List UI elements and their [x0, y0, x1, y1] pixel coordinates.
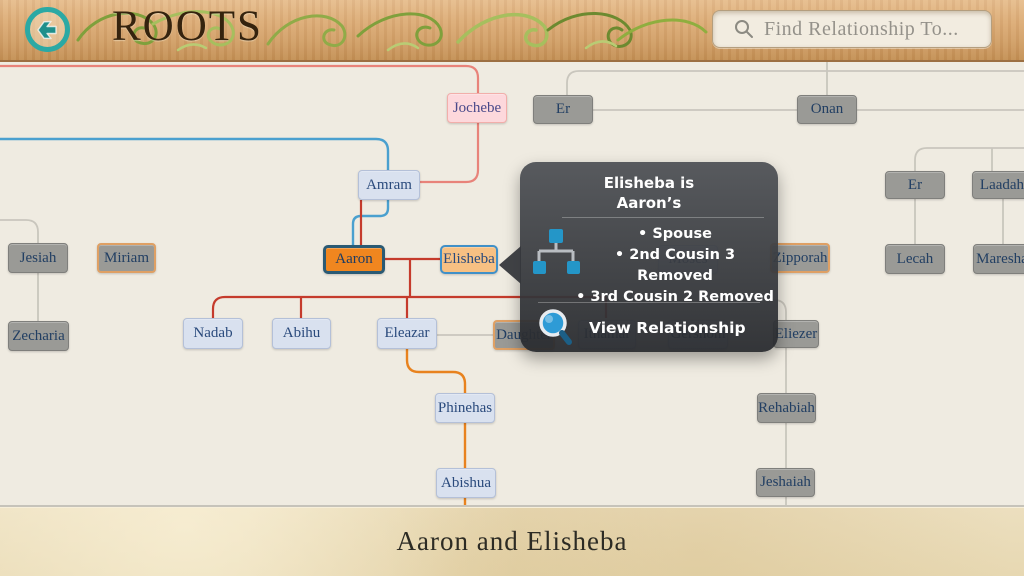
connector-pink — [420, 123, 480, 184]
person-node-lecah[interactable]: Lecah — [885, 244, 945, 274]
back-button[interactable] — [25, 7, 70, 52]
person-node-jochebe[interactable]: Jochebe — [447, 93, 507, 123]
tooltip-title: Elisheba is Aaron’s — [520, 173, 778, 213]
person-node-jesiah[interactable]: Jesiah — [8, 243, 68, 273]
selected-couple-title: Aaron and Elisheba — [396, 526, 628, 556]
view-relationship-label: View Relationship — [589, 319, 746, 337]
connector-orange — [405, 349, 467, 393]
person-node-er[interactable]: Er — [533, 95, 593, 124]
tree-connector-lines — [0, 62, 1024, 505]
tooltip-divider — [562, 217, 764, 218]
tooltip-pointer-arrow — [499, 246, 521, 284]
person-node-nadab[interactable]: Nadab — [183, 318, 243, 349]
connector-blue — [0, 137, 390, 170]
search-icon — [735, 20, 753, 38]
relationship-tooltip: Elisheba is Aaron’s • Spouse • 2nd Cousi… — [499, 162, 778, 352]
find-relationship-search[interactable]: Find Relationship To... — [712, 10, 992, 48]
connector-red — [211, 295, 606, 318]
relationship-item: • Spouse — [638, 226, 712, 242]
tooltip-divider — [538, 302, 760, 303]
person-node-jeshaiah[interactable]: Jeshaiah — [756, 468, 815, 497]
person-node-eleazar[interactable]: Eleazar — [377, 318, 437, 349]
tooltip-title-line2: Aaron’s — [616, 194, 682, 212]
connector-gray — [566, 70, 1024, 95]
selection-title-bar: Aaron and Elisheba — [0, 505, 1024, 576]
connector-blue — [351, 200, 390, 245]
person-node-abishua[interactable]: Abishua — [436, 468, 496, 498]
tooltip-title-line1: Elisheba is — [603, 174, 695, 192]
person-node-aaron[interactable]: Aaron — [323, 245, 385, 274]
magnifier-icon — [539, 309, 572, 345]
back-arrow-icon — [36, 20, 57, 39]
person-node-onan[interactable]: Onan — [797, 95, 857, 124]
relationship-item: • 3rd Cousin 2 Removed — [576, 289, 774, 305]
relationship-item: • 2nd Cousin 3 Removed — [614, 247, 736, 284]
person-node-rehabiah[interactable]: Rehabiah — [757, 393, 816, 423]
header-bar: ROOTS Find Relationship To... — [0, 0, 1024, 62]
connector-gray — [0, 219, 39, 243]
search-placeholder-text: Find Relationship To... — [764, 17, 959, 40]
family-tree-icon — [533, 229, 580, 274]
person-node-eliezer[interactable]: Eliezer — [773, 320, 819, 348]
person-node-miriam[interactable]: Miriam — [97, 243, 156, 273]
person-node-amram[interactable]: Amram — [358, 170, 420, 200]
person-node-zipporah[interactable]: Zipporah — [770, 243, 830, 273]
person-node-laadah[interactable]: Laadah — [972, 171, 1024, 199]
person-node-abihu[interactable]: Abihu — [272, 318, 331, 349]
person-node-zecharia[interactable]: Zecharia — [8, 321, 69, 351]
person-node-er[interactable]: Er — [885, 171, 945, 199]
view-relationship-button[interactable]: View Relationship — [538, 308, 768, 348]
connector-pink — [0, 64, 480, 93]
person-node-maresha[interactable]: Maresha — [973, 244, 1024, 274]
relationship-list: • Spouse • 2nd Cousin 3 Removed • 3rd Co… — [576, 224, 774, 308]
app-title: ROOTS — [112, 3, 263, 50]
person-node-phinehas[interactable]: Phinehas — [435, 393, 495, 423]
person-node-elisheba[interactable]: Elisheba — [440, 245, 498, 274]
connector-gray — [914, 147, 1024, 171]
